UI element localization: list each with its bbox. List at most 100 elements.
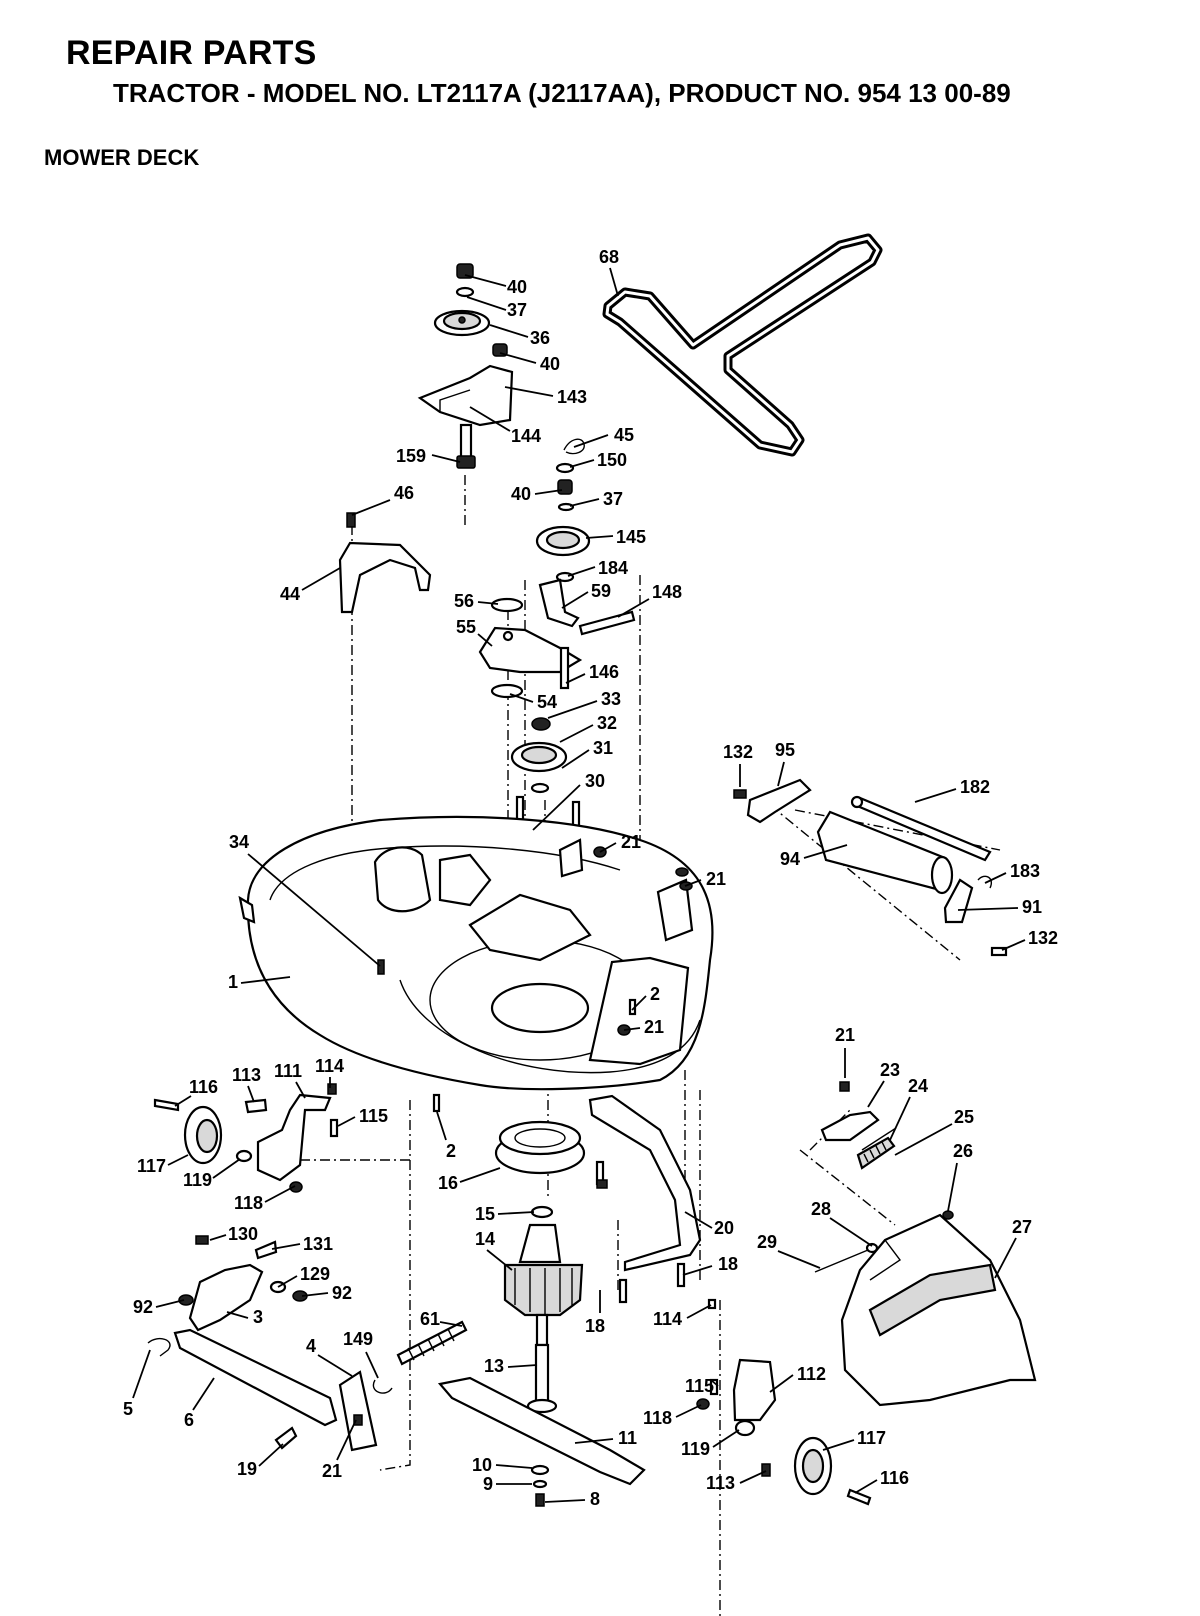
- part-callout-118: 118: [643, 1408, 672, 1428]
- mower-deck-housing: [238, 815, 714, 1091]
- callout-leader-112: [769, 1374, 794, 1393]
- part-callout-9: 9: [483, 1474, 493, 1494]
- callout-leader-149: [365, 1351, 379, 1379]
- part-callout-18: 18: [718, 1254, 738, 1274]
- part-callout-44: 44: [280, 584, 300, 604]
- belt-cover: [338, 512, 432, 614]
- callout-leader-119: [212, 1158, 241, 1179]
- anti-scalp-roller: [733, 778, 1008, 957]
- callout-leader-131: [271, 1243, 301, 1250]
- callout-leader-10: [495, 1464, 533, 1469]
- callout-leader-21: [336, 1419, 357, 1461]
- callout-leader-29: [777, 1250, 821, 1269]
- part-callout-40: 40: [507, 277, 527, 297]
- callout-leader-32: [559, 724, 594, 743]
- callout-leader-91: [957, 907, 1019, 911]
- callout-leader-132: [1001, 939, 1026, 951]
- part-callout-45: 45: [614, 425, 634, 445]
- callout-leader-117: [822, 1439, 855, 1451]
- part-callout-2: 2: [446, 1141, 456, 1161]
- callout-leader-61: [439, 1321, 463, 1327]
- part-callout-46: 46: [394, 483, 414, 503]
- callout-leader-129: [277, 1275, 298, 1288]
- callout-leader-95: [777, 761, 785, 787]
- part-callout-95: 95: [775, 740, 795, 760]
- callout-leader-116: [854, 1479, 878, 1494]
- mower-blade: [437, 1376, 646, 1507]
- part-callout-10: 10: [472, 1455, 492, 1475]
- part-callout-113: 113: [232, 1065, 261, 1085]
- front-wheel-left: [153, 1083, 339, 1193]
- callout-leader-44: [301, 567, 341, 591]
- callout-leader-14: [486, 1249, 513, 1271]
- part-callout-111: 111: [274, 1061, 302, 1081]
- section-heading: MOWER DECK: [44, 145, 200, 170]
- part-callout-114: 114: [653, 1309, 682, 1329]
- part-callout-119: 119: [183, 1170, 212, 1190]
- callout-leader-145: [585, 535, 614, 539]
- callout-leader-8: [544, 1499, 586, 1503]
- part-callout-29: 29: [757, 1232, 777, 1252]
- part-callout-37: 37: [507, 300, 527, 320]
- callout-leader-115: [710, 1379, 719, 1387]
- part-callout-11: 11: [618, 1428, 637, 1448]
- callout-leader-24: [889, 1096, 911, 1141]
- part-callout-27: 27: [1012, 1217, 1032, 1237]
- part-callout-6: 6: [184, 1410, 194, 1430]
- part-callout-32: 32: [597, 713, 617, 733]
- part-callout-68: 68: [599, 247, 619, 267]
- callout-leader-26: [947, 1162, 958, 1212]
- callout-leader-130: [209, 1234, 227, 1241]
- part-callout-92: 92: [133, 1297, 153, 1317]
- part-callout-37: 37: [603, 489, 623, 509]
- callout-leader-184: [567, 566, 596, 577]
- part-callout-115: 115: [685, 1376, 714, 1396]
- part-callout-5: 5: [123, 1399, 133, 1419]
- part-callout-132: 132: [1028, 928, 1058, 948]
- part-callout-184: 184: [598, 558, 628, 578]
- callout-leader-37: [569, 498, 600, 507]
- callout-leader-40: [464, 274, 507, 287]
- part-callout-21: 21: [644, 1017, 664, 1037]
- part-callout-129: 129: [300, 1264, 330, 1284]
- part-callout-91: 91: [1022, 897, 1042, 917]
- callout-leader-33: [547, 700, 598, 719]
- callout-leader-118: [264, 1185, 296, 1203]
- callout-leader-28: [829, 1217, 873, 1247]
- part-callout-150: 150: [597, 450, 627, 470]
- part-callout-3: 3: [253, 1307, 263, 1327]
- idler-spring-assembly: [820, 1081, 897, 1170]
- page-title: REPAIR PARTS: [66, 34, 317, 72]
- idler-pulley-assembly-upper: [417, 263, 514, 469]
- part-callout-4: 4: [306, 1336, 316, 1356]
- part-callout-34: 34: [229, 832, 249, 852]
- callout-leader-2: [436, 1111, 447, 1141]
- part-callout-28: 28: [811, 1199, 831, 1219]
- callout-leader-46: [351, 499, 391, 516]
- callout-leader-55: [477, 633, 493, 647]
- part-callout-23: 23: [880, 1060, 900, 1080]
- part-callout-31: 31: [593, 738, 613, 758]
- callout-leader-119: [712, 1429, 740, 1448]
- callout-leader-30: [532, 784, 581, 831]
- part-callout-116: 116: [880, 1468, 909, 1488]
- part-callout-33: 33: [601, 689, 621, 709]
- idler-arm: [478, 597, 583, 699]
- part-callout-21: 21: [835, 1025, 855, 1045]
- callout-leader-92: [301, 1292, 329, 1297]
- callout-leader-182: [914, 788, 957, 803]
- part-callout-117: 117: [137, 1156, 166, 1176]
- part-callout-18: 18: [585, 1316, 605, 1336]
- callout-leader-19: [258, 1443, 284, 1467]
- callout-leader-25: [894, 1123, 953, 1156]
- part-callout-40: 40: [511, 484, 531, 504]
- part-callout-112: 112: [797, 1364, 826, 1384]
- part-callout-21: 21: [706, 869, 726, 889]
- deck-pulley-stack: [510, 717, 581, 855]
- callout-leader-113: [739, 1470, 767, 1484]
- callout-leader-21: [623, 1027, 641, 1031]
- part-callout-92: 92: [332, 1283, 352, 1303]
- callout-leader-45: [573, 434, 609, 448]
